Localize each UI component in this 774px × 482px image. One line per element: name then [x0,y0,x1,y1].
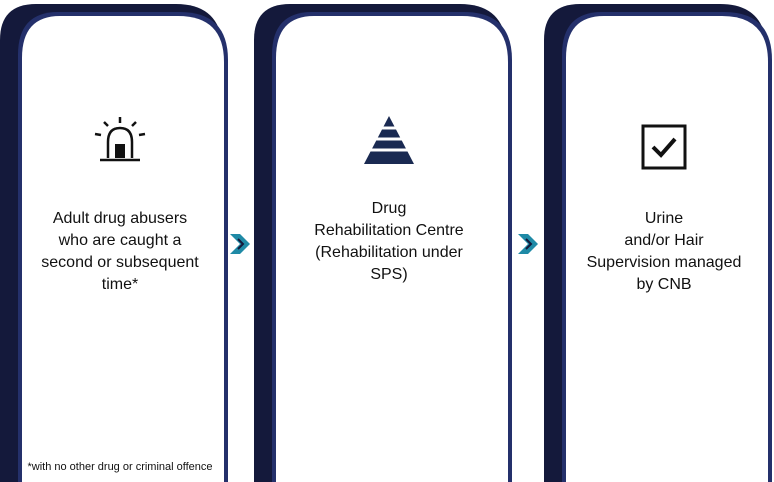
chevron-right-icon [518,234,538,254]
step-text: Adult drug abusers who are caught a seco… [41,210,199,293]
footnote: *with no other drug or criminal offence [27,461,213,473]
step-card-2: Drug Rehabilitation Centre (Rehabilitati… [254,0,516,482]
step-text: Drug Rehabilitation Centre (Rehabilitati… [314,200,464,283]
step-card-1: Adult drug abusers who are caught a seco… [0,0,232,482]
pyramid-icon [362,116,416,164]
card-frame [544,4,772,482]
step-text: Urine and/or Hair Supervision managed by… [586,210,742,293]
card-frame [254,4,512,482]
checkbox-icon [641,124,687,170]
step-card-3: Urine and/or Hair Supervision managed by… [544,0,774,482]
card-frame [0,4,228,482]
siren-icon [94,117,146,162]
chevron-right-icon [230,234,250,254]
